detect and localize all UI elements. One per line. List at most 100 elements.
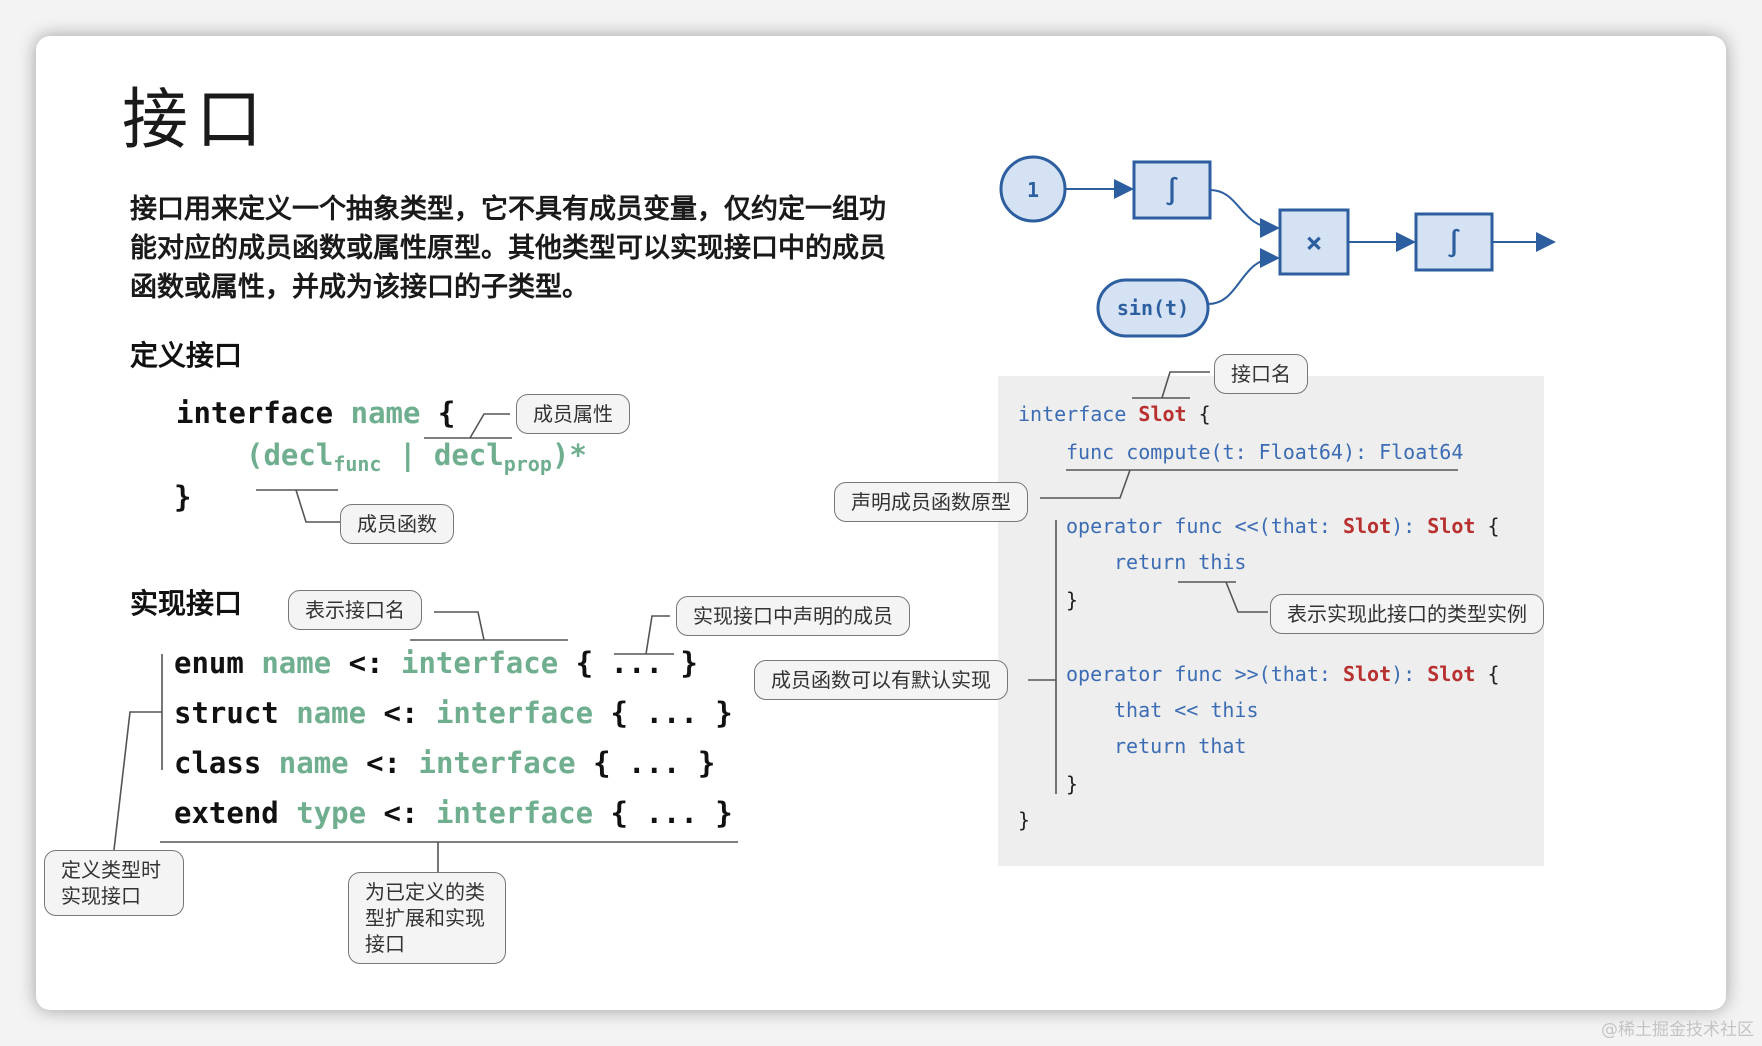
- code-token: Slot: [1427, 514, 1476, 538]
- impl-op: <:: [348, 646, 384, 680]
- connector-iface-name: [434, 611, 485, 641]
- node-one-label: 1: [1027, 178, 1039, 202]
- code-token: }: [1066, 588, 1079, 612]
- callout-impl-members: 实现接口中声明的成员: [676, 596, 910, 636]
- impl-row-extend: extend type <: interface { ... }: [174, 796, 733, 830]
- impl-body: { ... }: [610, 796, 733, 830]
- code-token: Slot: [1427, 662, 1476, 686]
- impl-kw: extend: [174, 796, 279, 830]
- code-token: ):: [1391, 514, 1428, 538]
- callout-extend: 为已定义的类型扩展和实现接口: [348, 872, 506, 964]
- code-token: return that: [1114, 734, 1247, 758]
- impl-kw: enum: [174, 646, 244, 680]
- connector-func: [295, 489, 340, 523]
- name-placeholder: name: [350, 396, 421, 430]
- connector-define-time: [113, 711, 162, 851]
- node-sin: [1096, 278, 1210, 338]
- func-subscript: func: [333, 452, 382, 476]
- impl-row-enum: enum name <: interface { ... }: [174, 646, 698, 680]
- code-line: that << this: [1114, 698, 1259, 722]
- callout-default-impl: 成员函数可以有默认实现: [754, 660, 1008, 700]
- code-line: }: [1066, 588, 1078, 612]
- code-token: Slot: [1138, 402, 1187, 426]
- callout-iface-name: 表示接口名: [288, 590, 422, 630]
- code-token: {: [1475, 662, 1500, 686]
- connector-prop: [469, 413, 510, 439]
- code-token: {: [1475, 514, 1500, 538]
- define-line-2: (declfunc | declprop)*: [246, 438, 587, 476]
- prop-subscript: prop: [503, 452, 552, 476]
- connector-members: [645, 615, 670, 655]
- code-token: }: [1066, 772, 1079, 796]
- connector-panel-iface-name: [1161, 371, 1210, 399]
- code-line: return this: [1114, 550, 1246, 574]
- impl-iface: interface: [435, 796, 594, 830]
- impl-op: <:: [383, 696, 419, 730]
- callout-member-func: 成员函数: [340, 504, 454, 544]
- description: 接口用来定义一个抽象类型，它不具有成员变量，仅约定一组功能对应的成员函数或属性原…: [130, 194, 886, 303]
- node-one: [999, 155, 1067, 223]
- callout-define-time: 定义类型时实现接口: [44, 850, 184, 916]
- impl-name: name: [278, 746, 349, 780]
- impl-op: <:: [366, 746, 402, 780]
- impl-kw: class: [174, 746, 262, 780]
- impl-row-class: class name <: interface { ... }: [174, 746, 715, 780]
- implement-heading: 实现接口: [130, 587, 243, 620]
- code-token: that << this: [1114, 698, 1259, 722]
- impl-iface: interface: [401, 646, 559, 680]
- impl-name: name: [296, 696, 367, 730]
- define-line-3: }: [174, 480, 192, 514]
- code-line: func compute(t: Float64): Float64: [1066, 440, 1463, 464]
- bar: |: [381, 438, 434, 472]
- impl-op: <:: [383, 796, 419, 830]
- watermark: @稀土掘金技术社区: [1601, 1020, 1754, 1040]
- code-token: operator func >>(that:: [1066, 662, 1343, 686]
- page-title: 接口: [122, 81, 270, 158]
- code-token: ):: [1391, 662, 1428, 686]
- edge-int-mul: [1209, 189, 1280, 238]
- decl-close: )*: [551, 438, 587, 472]
- code-token: interface: [1018, 402, 1139, 426]
- code-line: interface Slot {: [1018, 402, 1211, 426]
- impl-body: { ... }: [593, 746, 716, 780]
- code-line: operator func >>(that: Slot): Slot {: [1066, 662, 1500, 686]
- interface-keyword: interface: [176, 396, 334, 430]
- impl-kw: struct: [174, 696, 279, 730]
- connector-instance: [1225, 581, 1268, 613]
- code-token: func compute(t: Float64): Float64: [1066, 440, 1464, 464]
- callout-decl: 声明成员函数原型: [834, 482, 1028, 522]
- callout-member-prop: 成员属性: [516, 394, 630, 434]
- code-line: }: [1018, 808, 1030, 832]
- callout-panel-iface-name: 接口名: [1214, 354, 1308, 394]
- define-line-1: interface name {: [176, 396, 455, 430]
- impl-body: { ... }: [610, 696, 733, 730]
- code-token: }: [1018, 808, 1031, 832]
- decl-second: decl: [433, 438, 504, 472]
- impl-iface: interface: [435, 696, 594, 730]
- code-token: return this: [1114, 550, 1247, 574]
- node-multiply-label: ×: [1306, 226, 1323, 259]
- flow-diagram: [999, 155, 1494, 338]
- code-line: return that: [1114, 734, 1246, 758]
- code-token: {: [1186, 402, 1211, 426]
- code-line: operator func <<(that: Slot): Slot {: [1066, 514, 1500, 538]
- node-integral-2-label: ∫: [1446, 228, 1462, 259]
- impl-name: name: [261, 646, 332, 680]
- connector-decl: [1040, 469, 1131, 499]
- open-brace: {: [437, 396, 456, 430]
- define-heading: 定义接口: [130, 339, 243, 372]
- edge-sin-mul: [1207, 248, 1280, 305]
- node-integral-1-label: ∫: [1164, 176, 1180, 207]
- callout-instance: 表示实现此接口的类型实例: [1270, 594, 1544, 634]
- decl-open: (decl: [246, 438, 334, 472]
- code-line: }: [1066, 772, 1078, 796]
- impl-body: { ... }: [575, 646, 698, 680]
- impl-name: type: [296, 796, 367, 830]
- impl-row-struct: struct name <: interface { ... }: [174, 696, 733, 730]
- impl-iface: interface: [418, 746, 576, 780]
- code-token: Slot: [1342, 514, 1392, 538]
- node-sin-label: sin(t): [1117, 296, 1189, 320]
- code-token: operator func <<(that:: [1066, 514, 1343, 538]
- code-token: Slot: [1342, 662, 1392, 686]
